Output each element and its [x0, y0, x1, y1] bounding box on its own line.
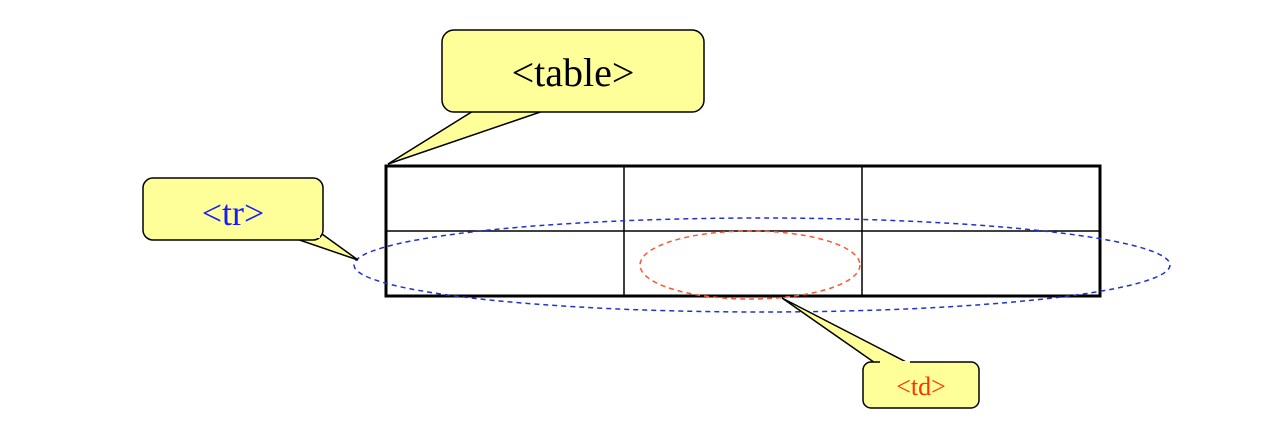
td-cell-highlight: [639, 230, 861, 300]
table-callout-box: [441, 29, 705, 113]
tr-callout-box: [142, 177, 324, 241]
table-callout-pointer: [387, 107, 553, 165]
tr-row-highlight: [353, 217, 1171, 313]
table-callout: <table>: [387, 29, 705, 165]
td-callout-label: <td>: [896, 372, 946, 401]
table-callout-label: <table>: [512, 50, 635, 95]
td-callout-box: [862, 361, 980, 409]
td-callout-pointer: [781, 297, 913, 366]
tr-callout-label: <tr>: [202, 193, 265, 233]
td-callout: <td>: [781, 297, 980, 409]
tr-callout: <tr>: [142, 177, 359, 261]
